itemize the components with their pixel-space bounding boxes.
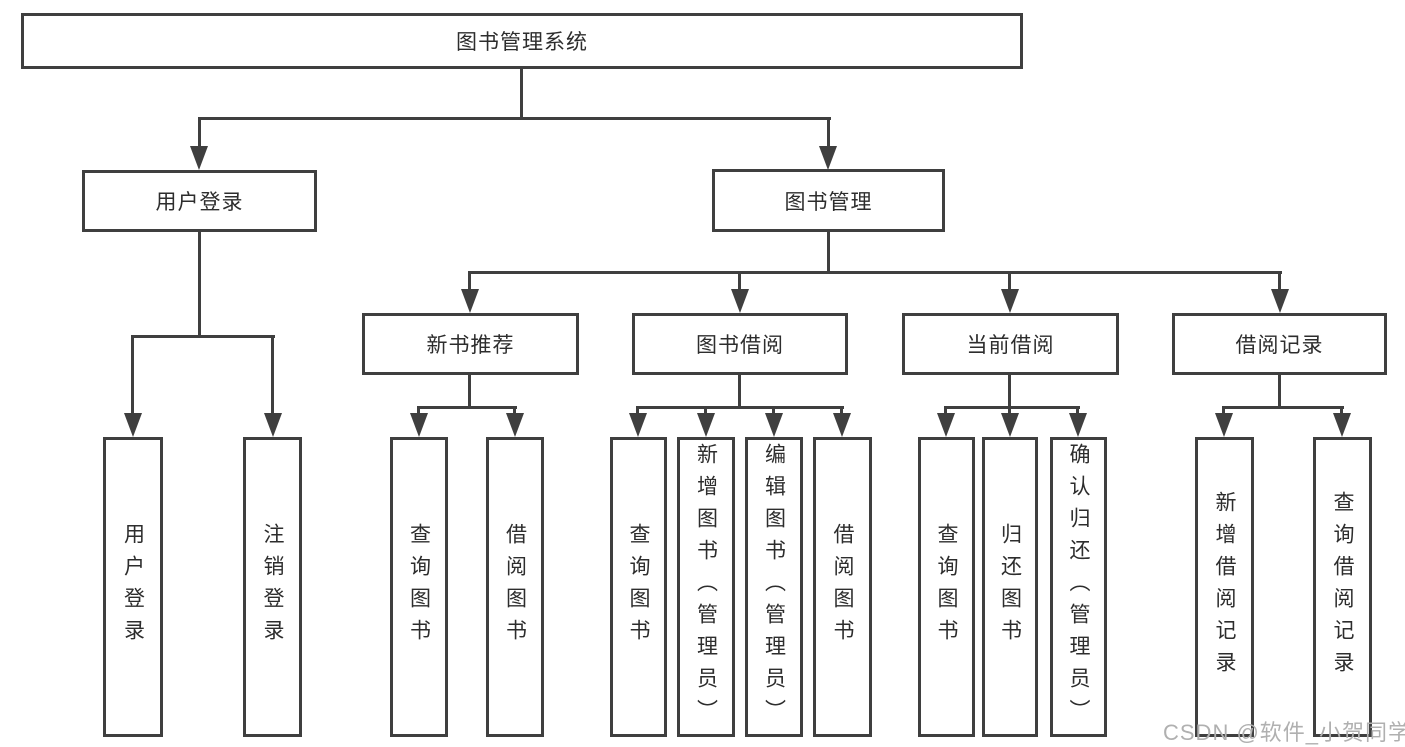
node-leaf-cb-confirm-return: 确认归还（管理员） [1050,437,1107,737]
arrow-down-icon [833,413,851,437]
node-user-login: 用户登录 [82,170,317,232]
connector-line [468,271,1282,274]
connector-line [1076,406,1079,415]
node-label: 图书管理 [784,190,873,214]
connector-line [520,69,523,117]
connector-line [271,335,274,415]
node-leaf-nb-borrow-books: 借阅图书 [486,437,544,737]
arrow-down-icon [410,413,428,437]
connector-line [417,406,420,415]
connector-line [827,117,830,147]
connector-line [1340,406,1343,415]
arrow-down-icon [765,413,783,437]
arrow-down-icon [697,413,715,437]
node-label: 图书借阅 [696,334,784,357]
node-label: 查询图书 [935,523,958,651]
connector-line [513,406,516,415]
connector-line [636,406,844,409]
node-label: 图书管理系统 [456,31,588,54]
arrow-down-icon [124,413,142,437]
node-label: 新增图书（管理员） [694,443,718,731]
connector-line [1222,406,1225,415]
node-label: 查询图书 [407,523,431,651]
connector-line [636,406,639,415]
arrow-down-icon [461,289,479,313]
arrow-down-icon [629,413,647,437]
node-label: 用户登录 [155,191,244,214]
node-borrow-records: 借阅记录 [1172,313,1387,375]
node-leaf-nb-query-books: 查询图书 [390,437,448,737]
node-leaf-cb-return-books: 归还图书 [982,437,1038,737]
node-label: 编辑图书（管理员） [762,443,786,731]
node-label: 新书推荐 [426,334,515,357]
connector-line [944,406,1080,409]
node-leaf-bb-borrow-books: 借阅图书 [813,437,872,737]
connector-line [468,271,471,291]
connector-line [1008,375,1011,406]
node-leaf-br-add-record: 新增借阅记录 [1195,437,1254,737]
node-label: 确认归还（管理员） [1067,443,1090,731]
node-label: 用户登录 [121,523,145,651]
node-leaf-bb-edit-books: 编辑图书（管理员） [745,437,803,737]
connector-line [417,406,517,409]
connector-line [827,232,830,271]
node-leaf-cb-query-books: 查询图书 [918,437,975,737]
node-label: 查询借阅记录 [1331,491,1354,683]
connector-line [198,117,201,147]
connector-line [840,406,843,415]
connector-line [738,375,741,406]
node-label: 注销登录 [261,523,284,651]
node-leaf-logout: 注销登录 [243,437,302,737]
node-root: 图书管理系统 [21,13,1023,69]
arrow-down-icon [190,146,208,170]
arrow-down-icon [937,413,955,437]
node-leaf-bb-query-books: 查询图书 [610,437,667,737]
node-leaf-user-login: 用户登录 [103,437,163,737]
arrow-down-icon [1333,413,1351,437]
watermark: CSDN @软件_小贺同学 [1163,720,1405,745]
node-leaf-bb-add-books: 新增图书（管理员） [677,437,735,737]
connector-line [198,232,201,335]
arrow-down-icon [1069,413,1087,437]
connector-line [1278,271,1281,291]
connector-line [738,271,741,291]
arrow-down-icon [1001,289,1019,313]
node-leaf-br-query-record: 查询借阅记录 [1313,437,1372,737]
node-label: 借阅图书 [831,523,854,651]
connector-line [1008,406,1011,415]
node-label: 借阅图书 [503,523,527,651]
connector-line [772,406,775,415]
arrow-down-icon [506,413,524,437]
node-label: 新增借阅记录 [1213,491,1236,683]
node-label: 当前借阅 [966,334,1055,357]
connector-line [704,406,707,415]
node-label: 查询图书 [627,523,650,651]
connector-line [131,335,134,415]
node-label: 归还图书 [998,523,1022,651]
arrow-down-icon [1271,289,1289,313]
connector-line [1008,271,1011,291]
connector-line [468,375,471,406]
node-book-management: 图书管理 [712,169,945,232]
arrow-down-icon [1215,413,1233,437]
arrow-down-icon [264,413,282,437]
node-book-borrow: 图书借阅 [632,313,848,375]
connector-line [944,406,947,415]
node-current-borrow: 当前借阅 [902,313,1119,375]
connector-line [1222,406,1344,409]
connector-line [198,117,831,120]
connector-line [1278,375,1281,406]
node-new-book-recommend: 新书推荐 [362,313,579,375]
arrow-down-icon [731,289,749,313]
connector-line [131,335,275,338]
arrow-down-icon [819,146,837,170]
node-label: 借阅记录 [1235,334,1324,357]
arrow-down-icon [1001,413,1019,437]
